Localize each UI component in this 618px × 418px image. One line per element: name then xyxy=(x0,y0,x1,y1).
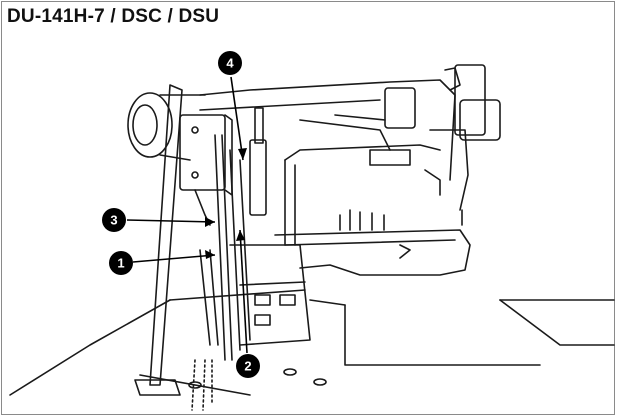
leader-line-1 xyxy=(132,254,216,263)
leader-arrow-2 xyxy=(236,230,245,241)
machine-bed xyxy=(274,229,471,276)
callout-1: 1 xyxy=(109,251,133,275)
table-outline xyxy=(9,289,615,396)
machine-arm xyxy=(199,79,456,246)
callout-2: 2 xyxy=(236,354,260,378)
leader-line-2 xyxy=(239,229,248,354)
air-cylinders xyxy=(199,107,267,361)
callout-3: 3 xyxy=(102,208,126,232)
callout-3-label: 3 xyxy=(110,213,117,228)
callout-2-label: 2 xyxy=(244,359,251,374)
handwheel xyxy=(127,92,206,161)
callout-1-label: 1 xyxy=(117,256,124,271)
leader-arrow-3 xyxy=(205,217,215,227)
bed-details xyxy=(339,209,385,231)
support-housing xyxy=(229,244,311,346)
stand-pillar xyxy=(134,84,183,396)
leader-arrow-4 xyxy=(238,148,247,160)
leader-line-3 xyxy=(126,219,216,223)
leader-arrow-1 xyxy=(205,250,215,259)
leader-line-4 xyxy=(230,76,244,161)
table-bolts xyxy=(188,368,327,389)
callout-4: 4 xyxy=(218,51,242,75)
machine-head xyxy=(369,64,501,226)
hoses xyxy=(191,359,213,411)
callout-4-label: 4 xyxy=(226,56,234,71)
arm-solenoid xyxy=(299,87,416,151)
figure-title: DU-141H-7 / DSC / DSU xyxy=(7,6,220,27)
